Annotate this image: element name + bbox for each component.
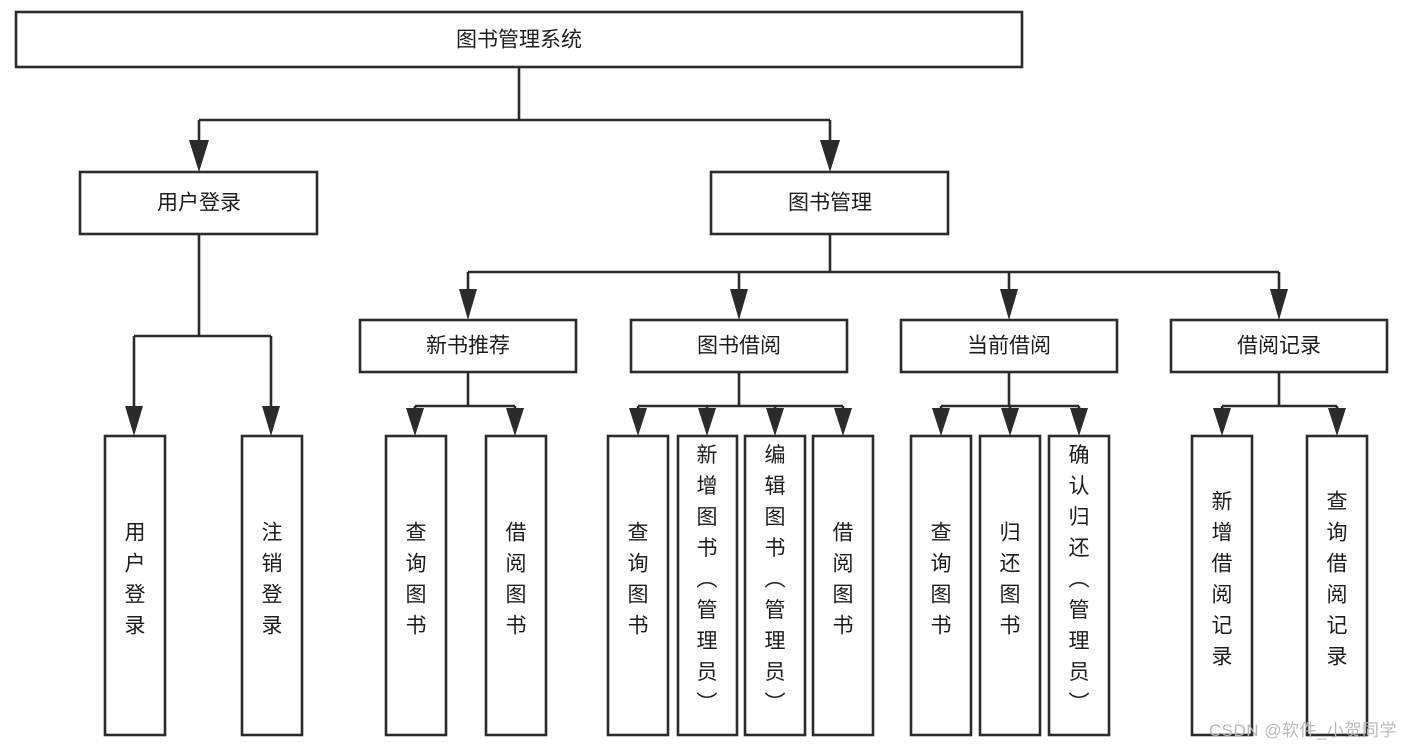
node-leaf-new-book-query-box[interactable] — [384, 434, 448, 737]
node-submodule-current-borrow-label: 当前借阅 — [967, 335, 1051, 358]
node-module-book-management-label: 图书管理 — [788, 192, 872, 215]
arrow-head-leaf-book-borrow-1 — [698, 408, 716, 436]
node-leaf-book-borrow-query-label: 查询图书 — [628, 522, 649, 638]
arrow-head-leaf-user-login-0 — [125, 406, 143, 436]
node-submodule-borrow-records[interactable]: 借阅记录 — [1169, 318, 1389, 374]
node-leaf-new-book-query-label: 查询图书 — [406, 522, 427, 638]
node-leaf-user-login-login-label: 用户登录 — [125, 522, 146, 638]
node-root-system-box[interactable] — [14, 10, 1024, 69]
node-leaf-borrow-records-add[interactable]: 新增借阅记录 — [1190, 434, 1254, 737]
node-leaf-current-borrow-return-label: 归还图书 — [1000, 522, 1021, 638]
node-root-system[interactable]: 图书管理系统 — [14, 10, 1024, 69]
arrow-head-sub-borrow-records — [1270, 289, 1288, 320]
node-leaf-borrow-records-query-box[interactable] — [1305, 434, 1369, 737]
arrow-head-leaf-new-book-0 — [406, 408, 424, 436]
node-module-user-login-box[interactable] — [78, 170, 319, 236]
node-leaf-book-borrow-add-label: 新增图书︵管理员︶ — [697, 444, 718, 715]
arrow-head-book-mgmt — [820, 140, 840, 172]
arrow-head-leaf-current-borrow-0 — [932, 408, 950, 436]
node-leaf-current-borrow-return[interactable]: 归还图书 — [978, 434, 1042, 737]
node-leaf-user-login-logout[interactable]: 注销登录 — [240, 434, 304, 737]
node-leaf-current-borrow-query-label: 查询图书 — [931, 522, 952, 638]
arrow-head-leaf-user-login-1 — [262, 406, 280, 436]
node-leaf-borrow-records-query-label: 查询借阅记录 — [1327, 491, 1348, 669]
arrow-head-leaf-book-borrow-0 — [629, 408, 647, 436]
arrow-head-leaf-book-borrow-2 — [766, 408, 784, 436]
node-leaf-book-borrow-query[interactable]: 查询图书 — [606, 434, 670, 737]
node-module-book-management[interactable]: 图书管理 — [709, 170, 950, 236]
node-submodule-new-book-recommend[interactable]: 新书推荐 — [358, 318, 578, 374]
node-leaf-current-borrow-confirm-box[interactable] — [1047, 434, 1111, 737]
arrow-head-sub-current-borrow — [1000, 289, 1018, 320]
arrow-head-leaf-new-book-1 — [506, 408, 524, 436]
node-leaf-current-borrow-return-box[interactable] — [978, 434, 1042, 737]
arrow-head-leaf-current-borrow-1 — [1001, 408, 1019, 436]
node-leaf-current-borrow-query-box[interactable] — [909, 434, 973, 737]
node-submodule-borrow-records-box[interactable] — [1169, 318, 1389, 374]
node-submodule-new-book-recommend-label: 新书推荐 — [426, 335, 510, 358]
node-module-book-management-box[interactable] — [709, 170, 950, 236]
arrow-head-user-login — [189, 140, 209, 172]
node-submodule-current-borrow[interactable]: 当前借阅 — [899, 318, 1119, 374]
node-leaf-new-book-borrow-label: 借阅图书 — [506, 522, 527, 638]
node-leaf-user-login-login-box[interactable] — [103, 434, 167, 737]
node-submodule-new-book-recommend-box[interactable] — [358, 318, 578, 374]
arrow-head-leaf-book-borrow-3 — [834, 408, 852, 436]
arrow-head-leaf-current-borrow-2 — [1070, 408, 1088, 436]
node-submodule-book-borrow-label: 图书借阅 — [697, 335, 781, 358]
node-leaf-borrow-records-add-box[interactable] — [1190, 434, 1254, 737]
connector-layer — [125, 67, 1346, 436]
node-leaf-user-login-logout-box[interactable] — [240, 434, 304, 737]
node-module-user-login-label: 用户登录 — [157, 192, 241, 215]
node-leaf-user-login-logout-label: 注销登录 — [262, 522, 283, 638]
node-module-user-login[interactable]: 用户登录 — [78, 170, 319, 236]
node-submodule-book-borrow-box[interactable] — [629, 318, 849, 374]
node-leaf-book-borrow-add[interactable]: 新增图书︵管理员︶ — [676, 434, 739, 737]
node-leaf-book-borrow-borrow-box[interactable] — [811, 434, 875, 737]
arrow-head-sub-book-borrow — [730, 289, 748, 320]
node-leaf-new-book-borrow[interactable]: 借阅图书 — [484, 434, 548, 737]
arrow-head-sub-new-book — [459, 289, 477, 320]
node-root-system-label: 图书管理系统 — [456, 29, 582, 52]
node-leaf-book-borrow-add-box[interactable] — [676, 434, 739, 737]
node-leaf-book-borrow-edit-label: 编辑图书︵管理员︶ — [765, 444, 786, 715]
arrow-head-leaf-borrow-records-0 — [1213, 408, 1231, 436]
node-leaf-new-book-borrow-box[interactable] — [484, 434, 548, 737]
node-leaf-borrow-records-query[interactable]: 查询借阅记录 — [1305, 434, 1369, 737]
node-leaf-user-login-login[interactable]: 用户登录 — [103, 434, 167, 737]
node-submodule-current-borrow-box[interactable] — [899, 318, 1119, 374]
node-leaf-book-borrow-borrow[interactable]: 借阅图书 — [811, 434, 875, 737]
node-leaf-current-borrow-confirm[interactable]: 确认归还︵管理员︶ — [1047, 434, 1111, 737]
node-leaf-book-borrow-edit-box[interactable] — [743, 434, 807, 737]
node-leaf-book-borrow-borrow-label: 借阅图书 — [833, 522, 854, 638]
node-leaf-current-borrow-query[interactable]: 查询图书 — [909, 434, 973, 737]
arrow-head-leaf-borrow-records-1 — [1328, 408, 1346, 436]
node-submodule-borrow-records-label: 借阅记录 — [1237, 335, 1321, 358]
node-leaf-current-borrow-confirm-label: 确认归还︵管理员︶ — [1069, 444, 1090, 715]
node-submodule-book-borrow[interactable]: 图书借阅 — [629, 318, 849, 374]
node-leaf-new-book-query[interactable]: 查询图书 — [384, 434, 448, 737]
node-leaf-borrow-records-add-label: 新增借阅记录 — [1212, 491, 1233, 669]
node-leaf-book-borrow-edit[interactable]: 编辑图书︵管理员︶ — [743, 434, 807, 737]
node-leaf-book-borrow-query-box[interactable] — [606, 434, 670, 737]
